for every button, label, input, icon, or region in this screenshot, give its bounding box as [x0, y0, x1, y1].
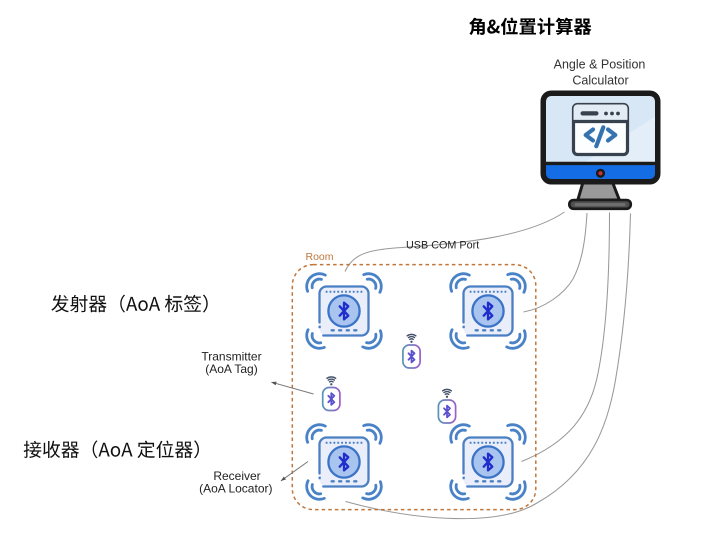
svg-text:USB COM Port: USB COM Port — [406, 239, 479, 251]
svg-text:Calculator: Calculator — [572, 74, 628, 88]
svg-text:(AoA Tag): (AoA Tag) — [205, 362, 257, 376]
svg-text:Receiver: Receiver — [213, 469, 260, 483]
svg-text:Room: Room — [306, 251, 334, 263]
svg-text:Transmitter: Transmitter — [201, 350, 261, 364]
svg-text:(AoA Locator): (AoA Locator) — [199, 482, 272, 496]
svg-text:Angle & Position: Angle & Position — [554, 58, 646, 72]
